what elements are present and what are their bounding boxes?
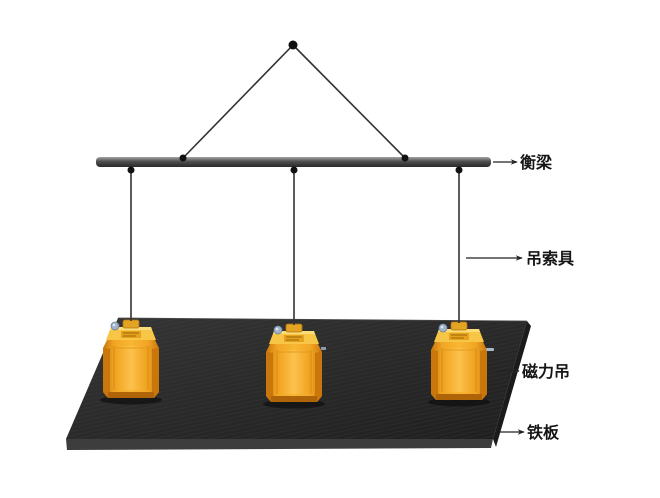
steel-plate-label: 铁板 <box>527 423 560 442</box>
sling-label: 吊索具 <box>526 249 574 268</box>
steel-plate-front-edge <box>66 439 493 450</box>
beam-label: 衡梁 <box>520 153 553 172</box>
sling-joint-left <box>127 166 135 174</box>
magnetic-lifter-left <box>102 319 160 399</box>
sling-joint-center <box>290 166 298 174</box>
beam-joint-right <box>401 154 409 162</box>
bridle-rope-right <box>292 44 406 159</box>
beam-joint-left <box>179 154 187 162</box>
top-hook-point <box>288 40 298 50</box>
bridle-rope-left <box>182 44 294 159</box>
steel-plate-side-edge <box>493 321 531 447</box>
magnetic-lifter-right <box>430 321 488 401</box>
magnetic-lifter-label: 磁力吊 <box>522 362 570 381</box>
spreader-beam <box>96 157 491 167</box>
sling-joint-right <box>455 166 463 174</box>
magnetic-lifter-center <box>265 323 323 403</box>
lifter-lever-center <box>321 347 326 350</box>
lifter-lever-right <box>486 348 494 351</box>
